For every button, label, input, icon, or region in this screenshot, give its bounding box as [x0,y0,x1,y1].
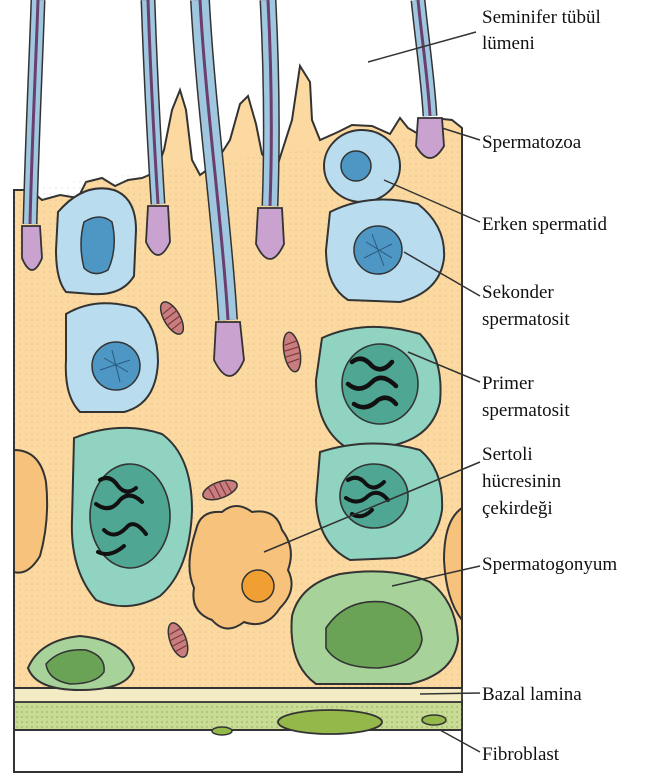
sertoli-nucleolus [242,570,274,602]
sperm-head [416,118,444,158]
label-spermatozoa: Spermatozoa [482,132,582,153]
fibroblast-nucleus [278,710,382,734]
tubule-frame [14,728,462,772]
label-secondary-line1: Sekonder [482,282,554,303]
fibroblast-nucleus-small [422,715,446,725]
connective-layer [14,700,462,735]
secondary-spermatocyte-right [326,200,444,303]
label-sertoli-line3: çekirdeği [482,498,553,519]
primary-spermatocyte-right-bottom [316,443,442,560]
early-spermatid-right-top [324,130,400,202]
primary-spermatocyte-left [72,428,192,606]
sperm-head [214,322,244,376]
label-lumen-line2: lümeni [482,33,535,54]
spermatogonium-right [292,571,459,684]
early-spermatid-left-2 [66,303,158,412]
fibroblast-nucleus-small [212,727,232,735]
labels: Seminifer tübül lümeni Spermatozoa Erken… [482,7,617,765]
sertoli-nucleus [189,506,291,629]
label-primary-line2: spermatosit [482,400,570,421]
sperm-head [22,226,42,270]
label-sertoli-line2: hücresinin [482,471,562,492]
primary-spermatocyte-right-top [316,327,441,446]
label-fibroblast: Fibroblast [482,744,560,765]
label-sertoli-line1: Sertoli [482,444,533,465]
label-basal-lamina: Bazal lamina [482,684,582,705]
label-lumen-line1: Seminifer tübül [482,7,601,28]
label-secondary-line2: spermatosit [482,309,570,330]
sperm-head [256,208,284,259]
label-primary-line1: Primer [482,373,534,394]
sperm-head [146,206,170,255]
leader-basal-lamina [420,693,480,694]
label-spermatogonium: Spermatogonyum [482,554,617,575]
early-spermatid-left [56,188,136,294]
label-early-spermatid: Erken spermatid [482,214,608,235]
